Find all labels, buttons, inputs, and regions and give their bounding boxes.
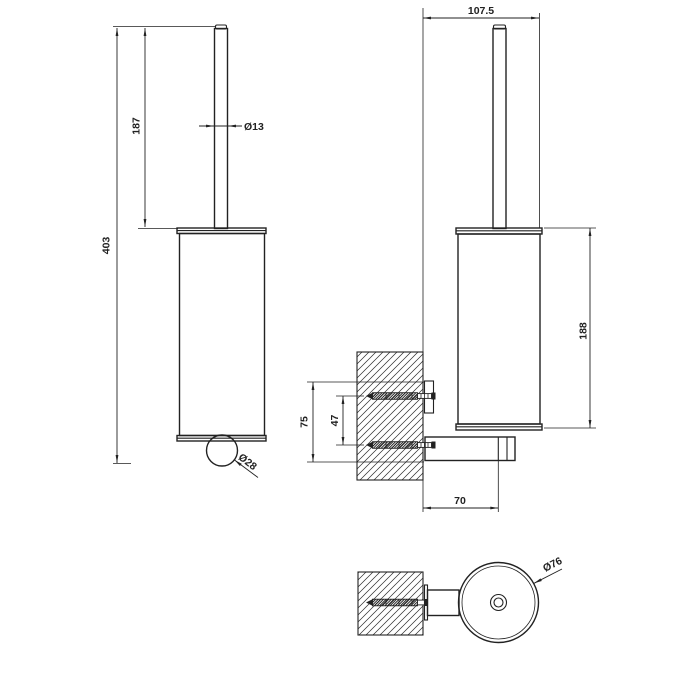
dim-label-bracket-height: 75 [299, 416, 311, 428]
dim-label-handle-height: 187 [131, 117, 143, 135]
anchor-screw-upper [366, 392, 436, 400]
handle-plan-inner [493, 597, 504, 608]
container-plan [457, 561, 540, 644]
plan-view: Ø76 [357, 553, 566, 644]
container-inner-rim-plan [461, 565, 536, 640]
dim-screw-spacing: 47 [328, 395, 364, 446]
container-body-side [457, 233, 541, 425]
bottom-knob-front [205, 434, 239, 467]
dim-handle-height: 187 [129, 28, 178, 229]
dim-label-arm-depth: 70 [454, 495, 466, 507]
support-arm-plan [426, 589, 460, 617]
dim-label-container-diameter: Ø76 [541, 555, 564, 575]
dim-container-height: 188 [544, 227, 596, 429]
dim-arm-depth: 70 [423, 494, 499, 510]
dim-total-height: 403 [99, 26, 216, 464]
handle-plan-outer [489, 593, 508, 612]
dim-label-handle-diameter: Ø13 [244, 121, 264, 133]
dim-bracket-height: 75 [297, 381, 424, 463]
support-arm-side [424, 436, 516, 462]
anchor-screw-plan [366, 598, 428, 607]
dim-knob-diameter: Ø28 [234, 450, 260, 478]
dim-label-screw-spacing: 47 [329, 415, 341, 427]
dim-container-diameter: Ø76 [533, 553, 566, 584]
front-view: 403 187 Ø13 Ø28 [99, 24, 267, 478]
dim-handle-diameter: Ø13 [199, 120, 266, 135]
handle-rod-side [492, 27, 507, 230]
dim-label-container-height: 188 [578, 322, 590, 340]
wall-section-side [356, 351, 424, 481]
dim-label-overall-depth: 107.5 [468, 5, 494, 17]
dim-label-total-height: 403 [101, 237, 113, 255]
container-body-front [178, 232, 266, 437]
side-view: 107.5 188 [297, 4, 596, 512]
handle-rod-front [213, 27, 229, 230]
dim-overall-depth: 107.5 [423, 4, 539, 20]
